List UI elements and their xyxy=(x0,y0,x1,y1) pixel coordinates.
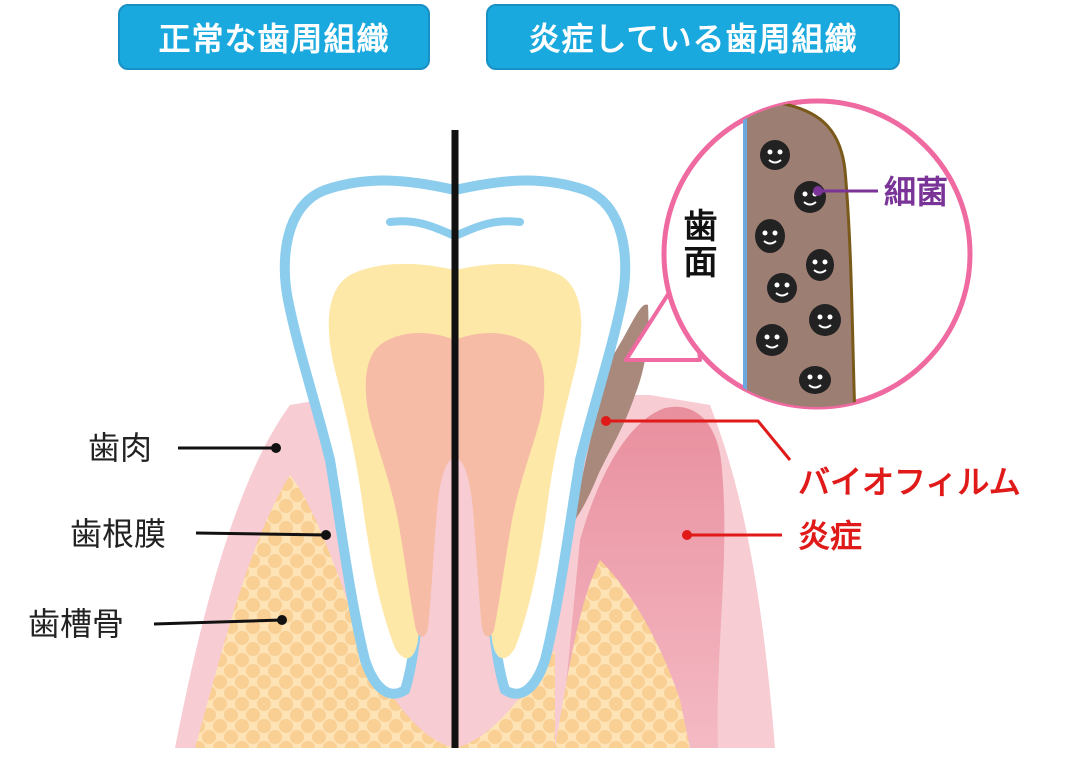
bacterium-icon xyxy=(794,181,826,213)
gum-label: 歯肉 xyxy=(88,429,153,467)
bacteria-leader-dot xyxy=(813,186,823,196)
biofilm-leader xyxy=(606,419,792,461)
bone-center xyxy=(360,640,555,748)
bacterium-icon xyxy=(760,140,790,170)
biofilm-magnified xyxy=(743,101,857,407)
gum-leader-dot xyxy=(271,443,281,453)
leader-lines xyxy=(153,186,878,626)
tooth-surface-label: 歯面 xyxy=(677,208,717,280)
inflammation-leader-dot xyxy=(682,530,692,540)
bacterium-icon xyxy=(809,304,841,336)
pulp xyxy=(365,333,545,637)
bone-leader xyxy=(153,618,283,626)
biofilm-label: バイオフィルム xyxy=(798,463,1021,501)
ligament-leader-dot xyxy=(321,530,331,540)
ligament-leader xyxy=(195,531,327,537)
inflamed-tissue-title: 炎症している歯周組織 xyxy=(486,4,900,70)
bacteria-cluster xyxy=(755,140,841,394)
inflammation-label: 炎症 xyxy=(798,517,863,555)
alveolar-bone-right xyxy=(555,560,690,748)
biofilm-leader-dot xyxy=(601,416,611,426)
alveolar-bone-label: 歯槽骨 xyxy=(28,605,125,643)
bacterium-icon xyxy=(755,219,785,253)
alveolar-bone-left xyxy=(195,475,380,748)
bacterium-icon xyxy=(767,273,797,303)
bacterium-icon xyxy=(756,324,788,356)
bacteria-label: 細菌 xyxy=(884,173,949,211)
periodontal-ligament-label: 歯根膜 xyxy=(70,515,167,553)
bacterium-icon xyxy=(799,366,831,394)
bone-leader-dot xyxy=(277,615,287,625)
bacterium-icon xyxy=(806,249,834,281)
normal-tissue-title: 正常な歯周組織 xyxy=(118,4,430,70)
